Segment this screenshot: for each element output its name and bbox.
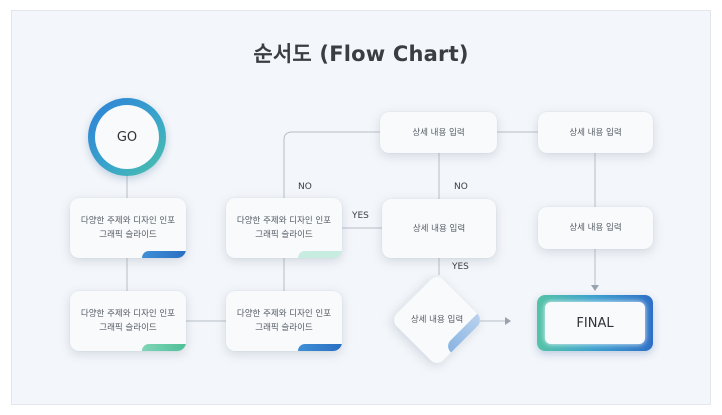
label-no-left: NO (298, 182, 312, 192)
label-yes-bottom: YES (452, 262, 469, 272)
final-node: FINAL (537, 295, 653, 351)
top-right-text: 상세 내용 입력 (569, 127, 622, 138)
diamond-label: 상세 내용 입력 (410, 315, 464, 325)
go-node: GO (88, 98, 166, 176)
line-mid-top-to-top-center (283, 131, 380, 198)
left-bottom-text: 다양한 주제와 디자인 인포 그래픽 슬라이드 (80, 309, 176, 333)
mid-bottom-accent (298, 344, 342, 351)
center-card: 상세 내용 입력 (382, 199, 496, 258)
left-top-text: 다양한 주제와 디자인 인포 그래픽 슬라이드 (80, 216, 176, 240)
arrow-head-diamond-right (505, 317, 511, 325)
arrow-head-to-final (591, 285, 599, 291)
mid-top-card: 다양한 주제와 디자인 인포 그래픽 슬라이드 (226, 198, 342, 258)
mid-top-accent (298, 251, 342, 258)
go-label: GO (95, 105, 159, 169)
left-top-card: 다양한 주제와 디자인 인포 그래픽 슬라이드 (70, 198, 186, 258)
right-mid-card: 상세 내용 입력 (538, 207, 653, 249)
top-right-card: 상세 내용 입력 (538, 112, 653, 153)
label-yes-left: YES (352, 211, 369, 221)
mid-top-text: 다양한 주제와 디자인 인포 그래픽 슬라이드 (236, 216, 332, 240)
label-no-right: NO (454, 182, 468, 192)
left-bottom-accent (142, 344, 186, 351)
center-text: 상세 내용 입력 (412, 223, 466, 234)
mid-bottom-card: 다양한 주제와 디자인 인포 그래픽 슬라이드 (226, 291, 342, 351)
page-title: 순서도 (Flow Chart) (253, 42, 469, 66)
final-label: FINAL (545, 302, 645, 344)
left-bottom-card: 다양한 주제와 디자인 인포 그래픽 슬라이드 (70, 291, 186, 351)
top-center-card: 상세 내용 입력 (380, 112, 497, 153)
top-center-text: 상세 내용 입력 (412, 127, 465, 138)
left-top-accent (142, 251, 186, 258)
right-mid-text: 상세 내용 입력 (569, 223, 622, 233)
mid-bottom-text: 다양한 주제와 디자인 인포 그래픽 슬라이드 (236, 309, 332, 333)
